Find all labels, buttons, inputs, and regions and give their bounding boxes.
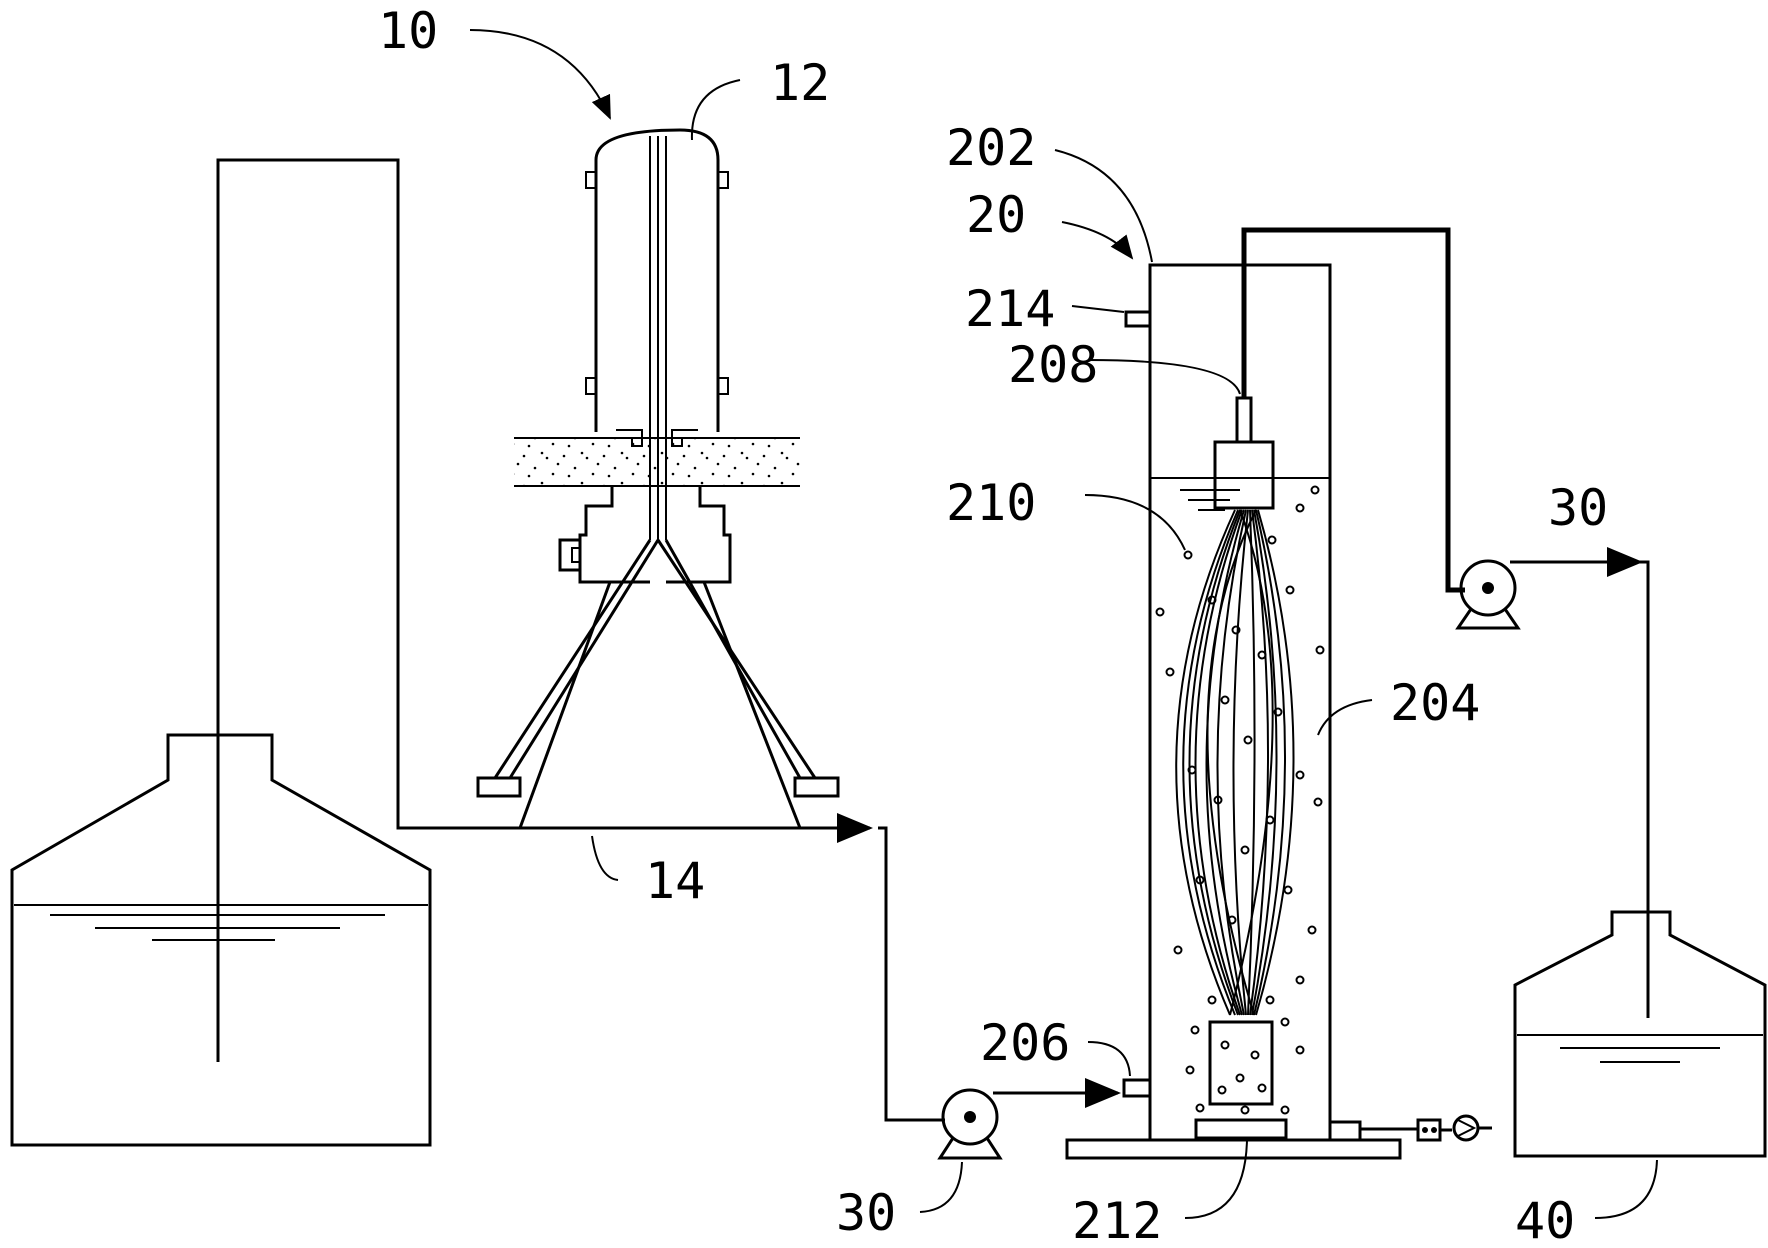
feed-pipe: [878, 826, 945, 1122]
label-fiber-bundle: 204: [1390, 674, 1480, 732]
fiber-bundle: [1175, 509, 1295, 1016]
reactor-vessel: [1065, 263, 1492, 1160]
supply-pipe: [216, 158, 870, 1062]
particles: [1155, 485, 1325, 1115]
tank-inlet-pipe: [1640, 560, 1650, 1018]
label-apparatus: 10: [378, 2, 438, 60]
pump-right: [1455, 559, 1521, 630]
label-pump-left: 30: [836, 1184, 896, 1242]
spinning-apparatus: [476, 128, 840, 829]
leader-lines: [469, 29, 1658, 1219]
label-vessel: 202: [946, 119, 1036, 177]
label-tank: 40: [1515, 1192, 1575, 1248]
label-inlet: 206: [980, 1014, 1070, 1072]
label-port: 214: [965, 280, 1055, 338]
label-outlet-head: 208: [1008, 336, 1098, 394]
label-reactor: 20: [966, 186, 1026, 244]
label-aerator: 212: [1072, 1192, 1162, 1248]
label-particles: 210: [946, 474, 1036, 532]
outlet-pipe: [1241, 227, 1465, 593]
label-spinneret: 12: [770, 54, 830, 112]
source-tank: [10, 733, 432, 1147]
receiving-tank: [1513, 910, 1767, 1158]
label-collector: 14: [645, 852, 705, 910]
label-pump-right: 30: [1548, 479, 1608, 537]
pump-left: [937, 1088, 1003, 1160]
